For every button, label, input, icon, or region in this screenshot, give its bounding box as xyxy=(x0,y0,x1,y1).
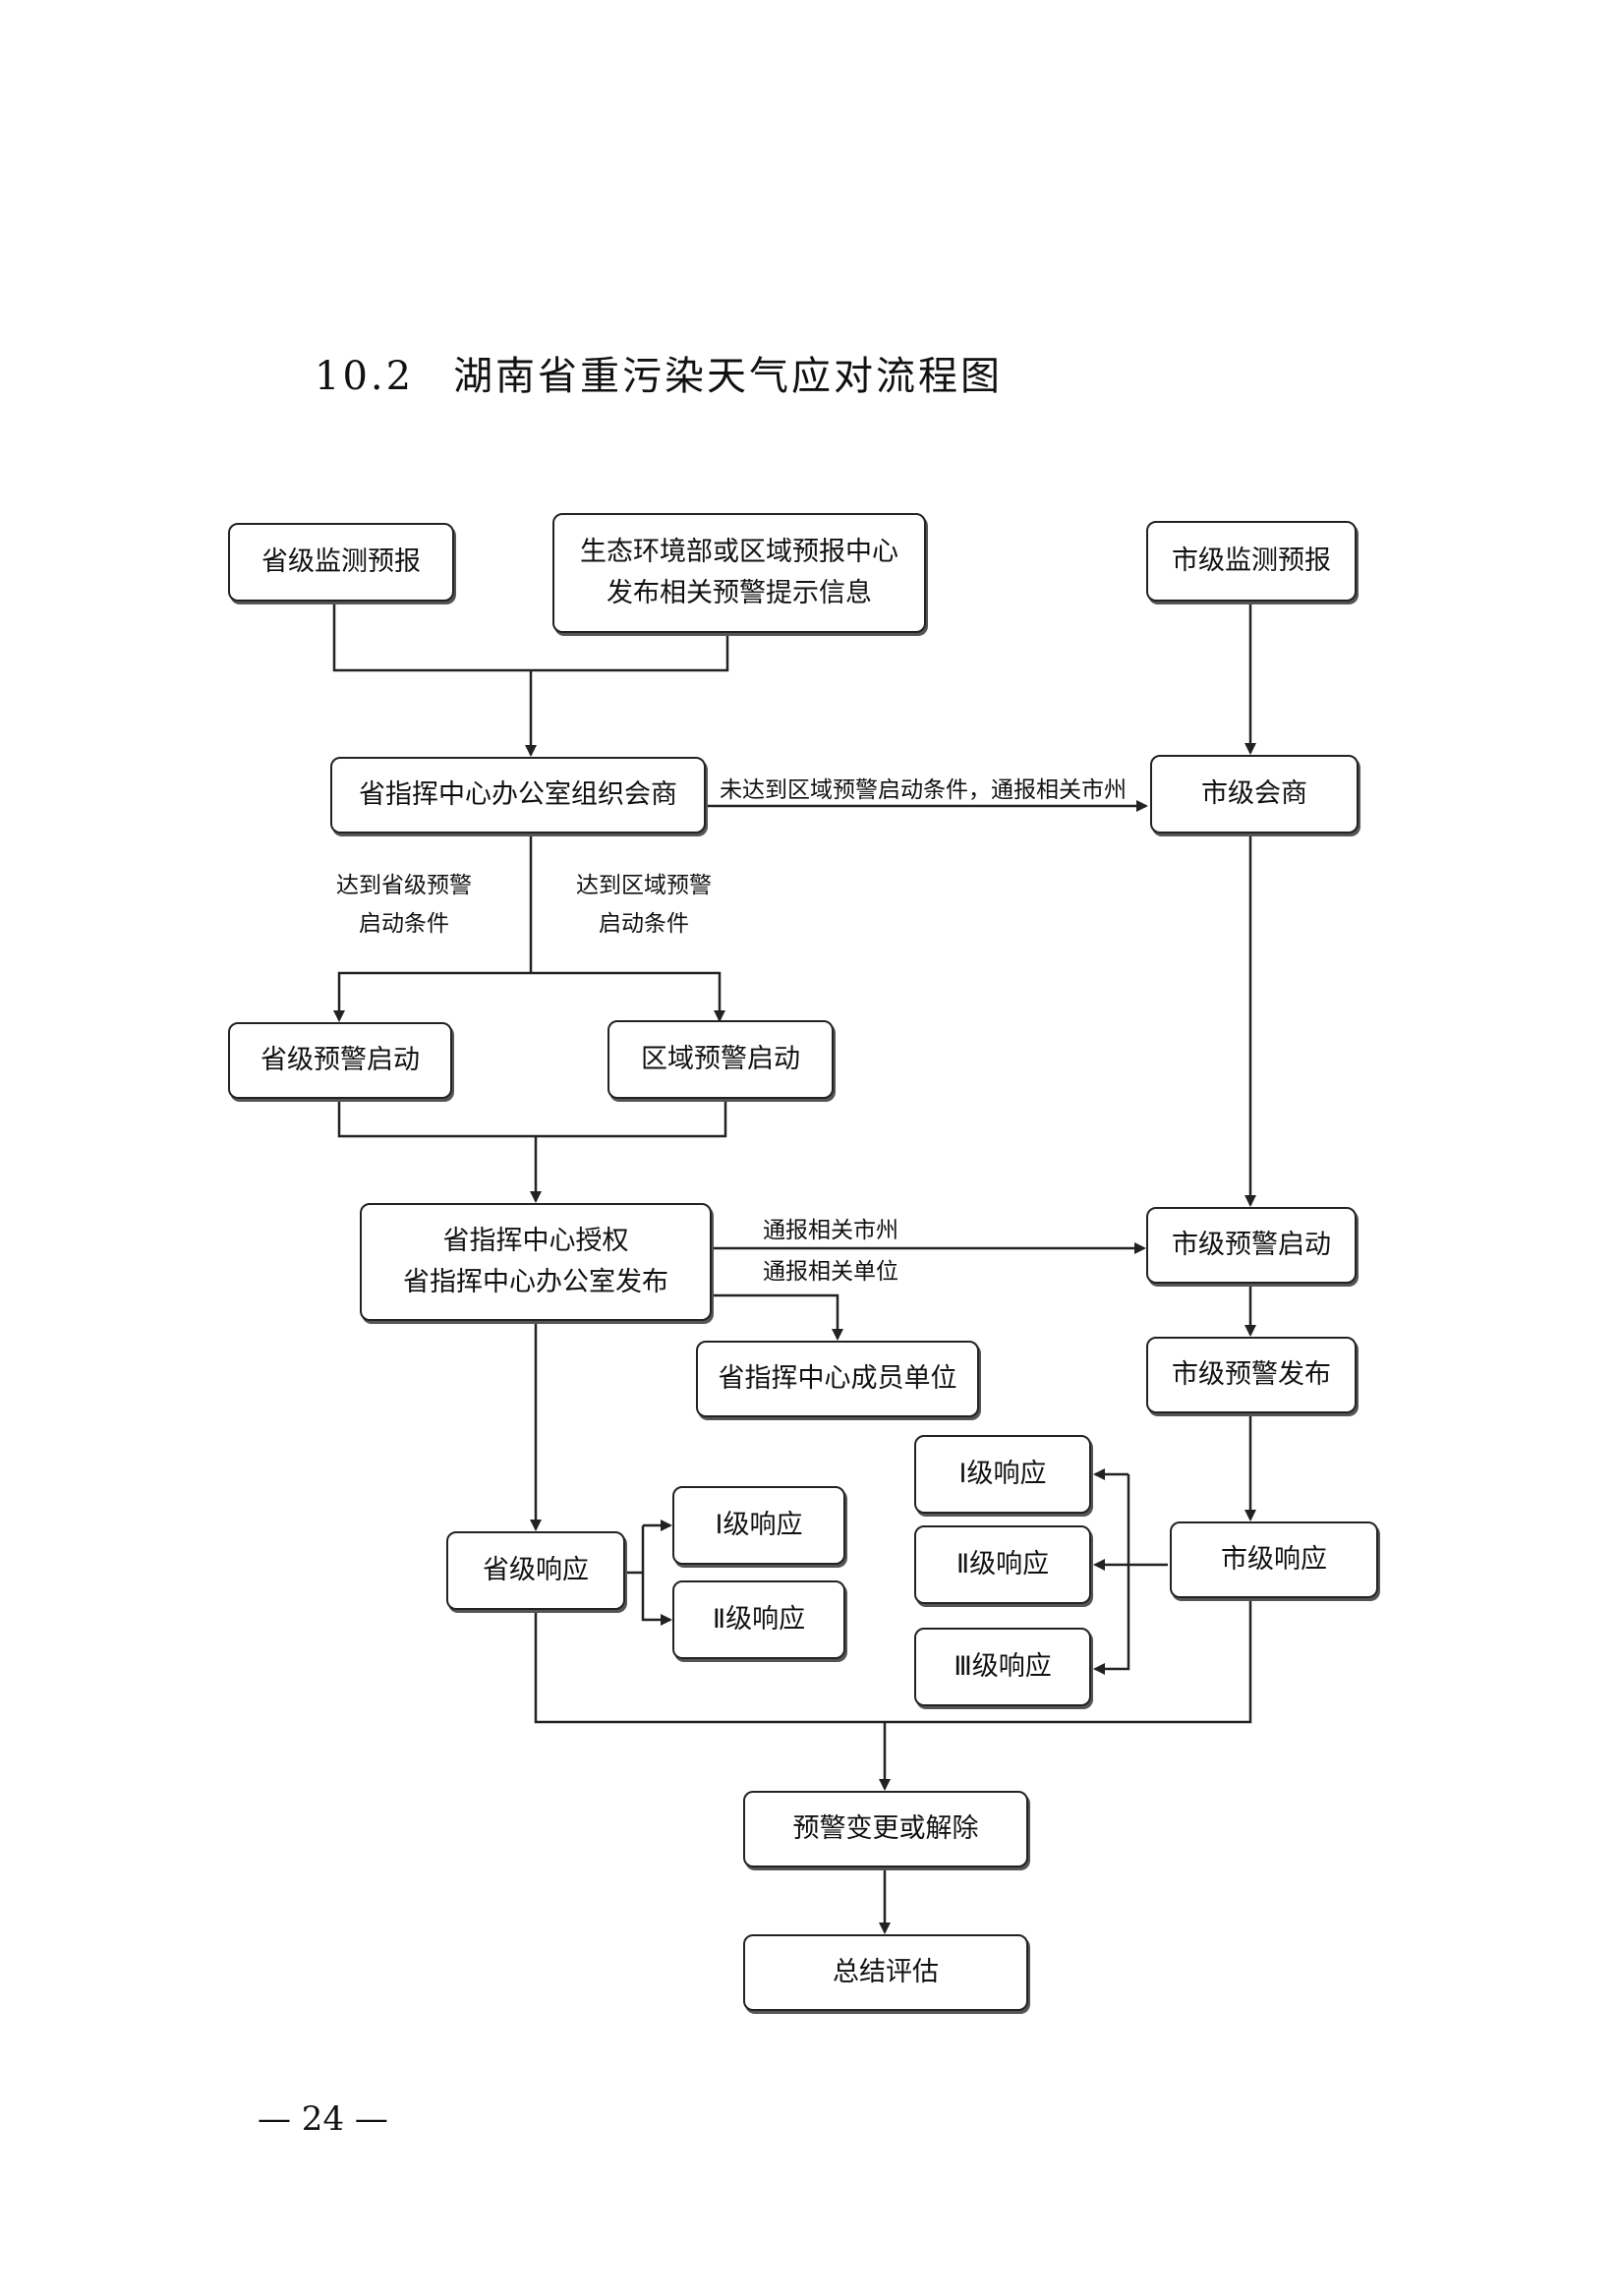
arrow-to-region-warning xyxy=(531,971,725,1022)
box-prov-monitor-text: 省级监测预报 xyxy=(261,546,421,578)
box-prov-level2-text: Ⅱ级响应 xyxy=(712,1604,806,1636)
box-city-level3: Ⅲ级响应 xyxy=(914,1628,1091,1706)
label-prov-condition-line1: 达到省级预警 xyxy=(336,873,472,898)
box-city-level1: Ⅰ级响应 xyxy=(914,1435,1091,1514)
label-notify-cities: 通报相关市州 xyxy=(763,1218,898,1243)
label-prov-condition-line2: 启动条件 xyxy=(359,911,449,938)
label-not-reached: 未达到区域预警启动条件，通报相关市州 xyxy=(720,777,1127,803)
box-city-level3-text: Ⅲ级响应 xyxy=(954,1651,1052,1683)
label-region-condition-line2: 启动条件 xyxy=(599,911,689,938)
label-region-condition-line1: 达到区域预警 xyxy=(576,873,712,898)
box-city-consult-text: 市级会商 xyxy=(1201,778,1307,810)
box-member-units-text: 省指挥中心成员单位 xyxy=(718,1363,957,1395)
label-prov-condition: 达到省级预警 启动条件 xyxy=(336,867,472,944)
box-ministry-line1: 生态环境部或区域预报中心 xyxy=(580,537,898,568)
connector-warnings-merge xyxy=(337,1099,727,1138)
box-city-consult: 市级会商 xyxy=(1150,755,1359,833)
box-office-consult-text: 省指挥中心办公室组织会商 xyxy=(359,779,677,811)
heading-title: 湖南省重污染天气应对流程图 xyxy=(453,354,1004,399)
box-prov-response-text: 省级响应 xyxy=(483,1555,589,1586)
box-prov-response: 省级响应 xyxy=(446,1531,625,1610)
box-authorization-line1: 省指挥中心授权 xyxy=(442,1226,629,1257)
label-region-condition: 达到区域预警 启动条件 xyxy=(576,867,712,944)
box-city-response: 市级响应 xyxy=(1170,1521,1378,1598)
box-city-warning-publish-text: 市级预警发布 xyxy=(1172,1359,1331,1391)
arrow-prov-level2 xyxy=(641,1573,672,1626)
box-authorization-line2: 省指挥中心办公室发布 xyxy=(403,1267,668,1297)
box-summary: 总结评估 xyxy=(743,1934,1028,2011)
box-prov-level2: Ⅱ级响应 xyxy=(672,1580,845,1659)
box-ministry-info: 生态环境部或区域预报中心 发布相关预警提示信息 xyxy=(552,513,926,633)
box-city-warning-publish: 市级预警发布 xyxy=(1146,1337,1357,1413)
box-office-consult: 省指挥中心办公室组织会商 xyxy=(330,757,706,833)
box-region-warning-start-text: 区域预警启动 xyxy=(641,1044,800,1075)
box-city-monitor: 市级监测预报 xyxy=(1146,521,1357,602)
heading-number: 10.2 xyxy=(315,354,415,399)
box-city-warning-start: 市级预警启动 xyxy=(1146,1207,1357,1284)
label-notify-units: 通报相关单位 xyxy=(763,1259,898,1285)
arrow-notify-units xyxy=(712,1293,843,1341)
box-city-monitor-text: 市级监测预报 xyxy=(1172,545,1331,577)
box-prov-warning-start: 省级预警启动 xyxy=(228,1022,452,1099)
connector-prov-levels xyxy=(625,1525,645,1575)
page-heading: 10.2 湖南省重污染天气应对流程图 xyxy=(315,344,1003,401)
box-authorization: 省指挥中心授权 省指挥中心办公室发布 xyxy=(360,1203,712,1321)
page-number: — 24 — xyxy=(258,2099,388,2139)
arrow-city-level3 xyxy=(1093,1565,1130,1675)
box-city-level2-text: Ⅱ级响应 xyxy=(955,1549,1050,1580)
box-city-warning-start-text: 市级预警启动 xyxy=(1172,1230,1331,1261)
box-region-warning-start: 区域预警启动 xyxy=(608,1020,834,1099)
arrow-to-prov-warning xyxy=(333,971,531,1022)
box-city-level2: Ⅱ级响应 xyxy=(914,1525,1091,1604)
box-city-level1-text: Ⅰ级响应 xyxy=(958,1459,1047,1490)
box-change-or-lift: 预警变更或解除 xyxy=(743,1791,1028,1867)
box-ministry-line2: 发布相关预警提示信息 xyxy=(607,578,872,608)
box-city-response-text: 市级响应 xyxy=(1221,1544,1327,1576)
box-prov-level1: Ⅰ级响应 xyxy=(672,1486,845,1565)
box-prov-monitor: 省级监测预报 xyxy=(228,523,454,602)
box-member-units: 省指挥中心成员单位 xyxy=(696,1341,979,1417)
box-prov-level1-text: Ⅰ级响应 xyxy=(715,1510,803,1541)
box-prov-warning-start-text: 省级预警启动 xyxy=(260,1045,420,1076)
box-summary-text: 总结评估 xyxy=(833,1957,939,1988)
connector-responses-merge xyxy=(534,1598,1252,1724)
box-change-or-lift-text: 预警变更或解除 xyxy=(792,1813,979,1845)
